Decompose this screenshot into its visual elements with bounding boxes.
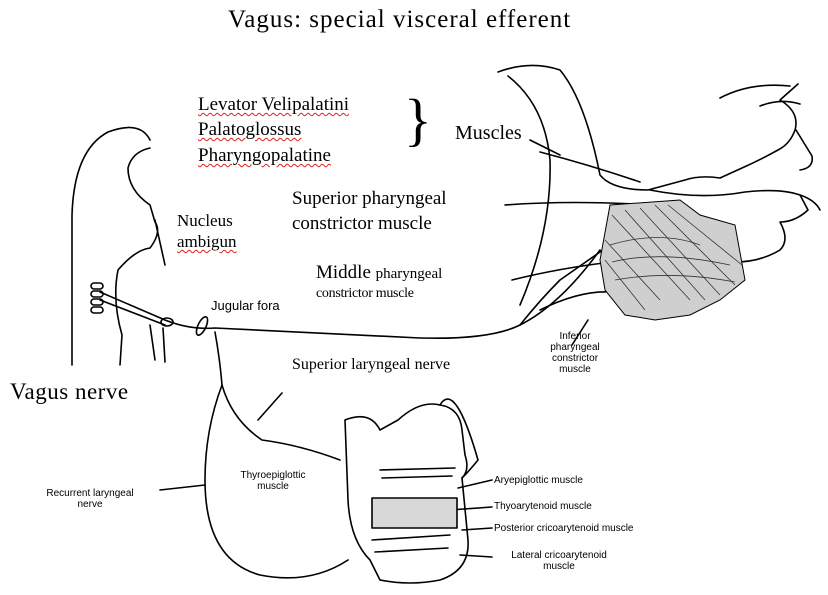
lip-upper	[800, 195, 820, 210]
brainstem-outline	[72, 128, 150, 366]
inferior-line4: muscle	[540, 364, 610, 375]
superior-laryngeal-label: Superior laryngeal nerve	[292, 356, 450, 374]
muscle-pharyngopalatine: Pharyngopalatine	[198, 145, 331, 167]
superior-pharyngeal-line2: constrictor muscle	[292, 213, 432, 235]
inferior-pharyngeal-label: Inferior pharyngeal constrictor muscle	[540, 331, 610, 375]
middle-pharyngeal-line2: constrictor muscle	[316, 286, 414, 302]
recurrent-laryngeal-label: Recurrent laryngeal nerve	[20, 488, 160, 510]
diagram-title: Vagus: special visceral efferent	[228, 6, 571, 34]
recurrent-line1: Recurrent laryngeal	[20, 488, 160, 499]
epiglottis	[440, 399, 478, 478]
cheek-line	[540, 152, 640, 182]
recurrent-line2: nerve	[20, 499, 160, 510]
inferior-line2: pharyngeal	[540, 342, 610, 353]
thyoarytenoid-label: Thyoarytenoid muscle	[494, 501, 592, 512]
eye-brow	[720, 85, 790, 98]
middle-pharyngeal-word1: Middle	[316, 262, 371, 283]
eye-lid	[760, 101, 800, 106]
vagus-nerve-label: Vagus nerve	[10, 379, 129, 405]
muscle-palatoglossus: Palatoglossus	[198, 119, 301, 141]
nucleus-label-line1: Nucleus	[177, 211, 233, 231]
inferior-line3: constrictor	[540, 353, 610, 364]
thyroepiglottic-line2: muscle	[228, 481, 318, 492]
muscle-levator-velipalatini: Levator Velipalatini	[198, 94, 349, 116]
jaw-line	[508, 76, 550, 305]
superior-laryngeal-branch	[222, 385, 340, 460]
vagus-branch-a	[520, 245, 610, 325]
larynx-outline	[345, 404, 468, 583]
middle-pharyngeal-line1: Middle pharyngeal	[316, 262, 442, 284]
superior-pharyngeal-line1: Superior pharyngeal	[292, 188, 447, 210]
muscles-label: Muscles	[455, 122, 522, 145]
vagus-branch-b	[540, 292, 612, 310]
nucleus-label-line2: ambigun	[177, 232, 237, 252]
muscles-brace: }	[404, 90, 432, 150]
posterior-cricoarytenoid-label: Posterior cricoarytenoid muscle	[494, 523, 634, 534]
thyroepiglottic-label: Thyroepiglottic muscle	[228, 470, 318, 492]
lateral-cricoarytenoid-label: Lateral cricoarytenoid muscle	[494, 550, 624, 572]
aryepiglottic-label: Aryepiglottic muscle	[494, 475, 583, 486]
nose	[796, 130, 812, 170]
vagus-trunk-lower	[100, 300, 165, 325]
lateral-crico-line1: Lateral cricoarytenoid	[494, 550, 624, 561]
thyroepiglottic-line1: Thyroepiglottic	[228, 470, 318, 481]
jugular-label: Jugular fora	[211, 298, 280, 313]
lateral-crico-line2: muscle	[494, 561, 624, 572]
middle-pharyngeal-word2: pharyngeal	[376, 266, 443, 282]
inferior-line1: Inferior	[540, 331, 610, 342]
